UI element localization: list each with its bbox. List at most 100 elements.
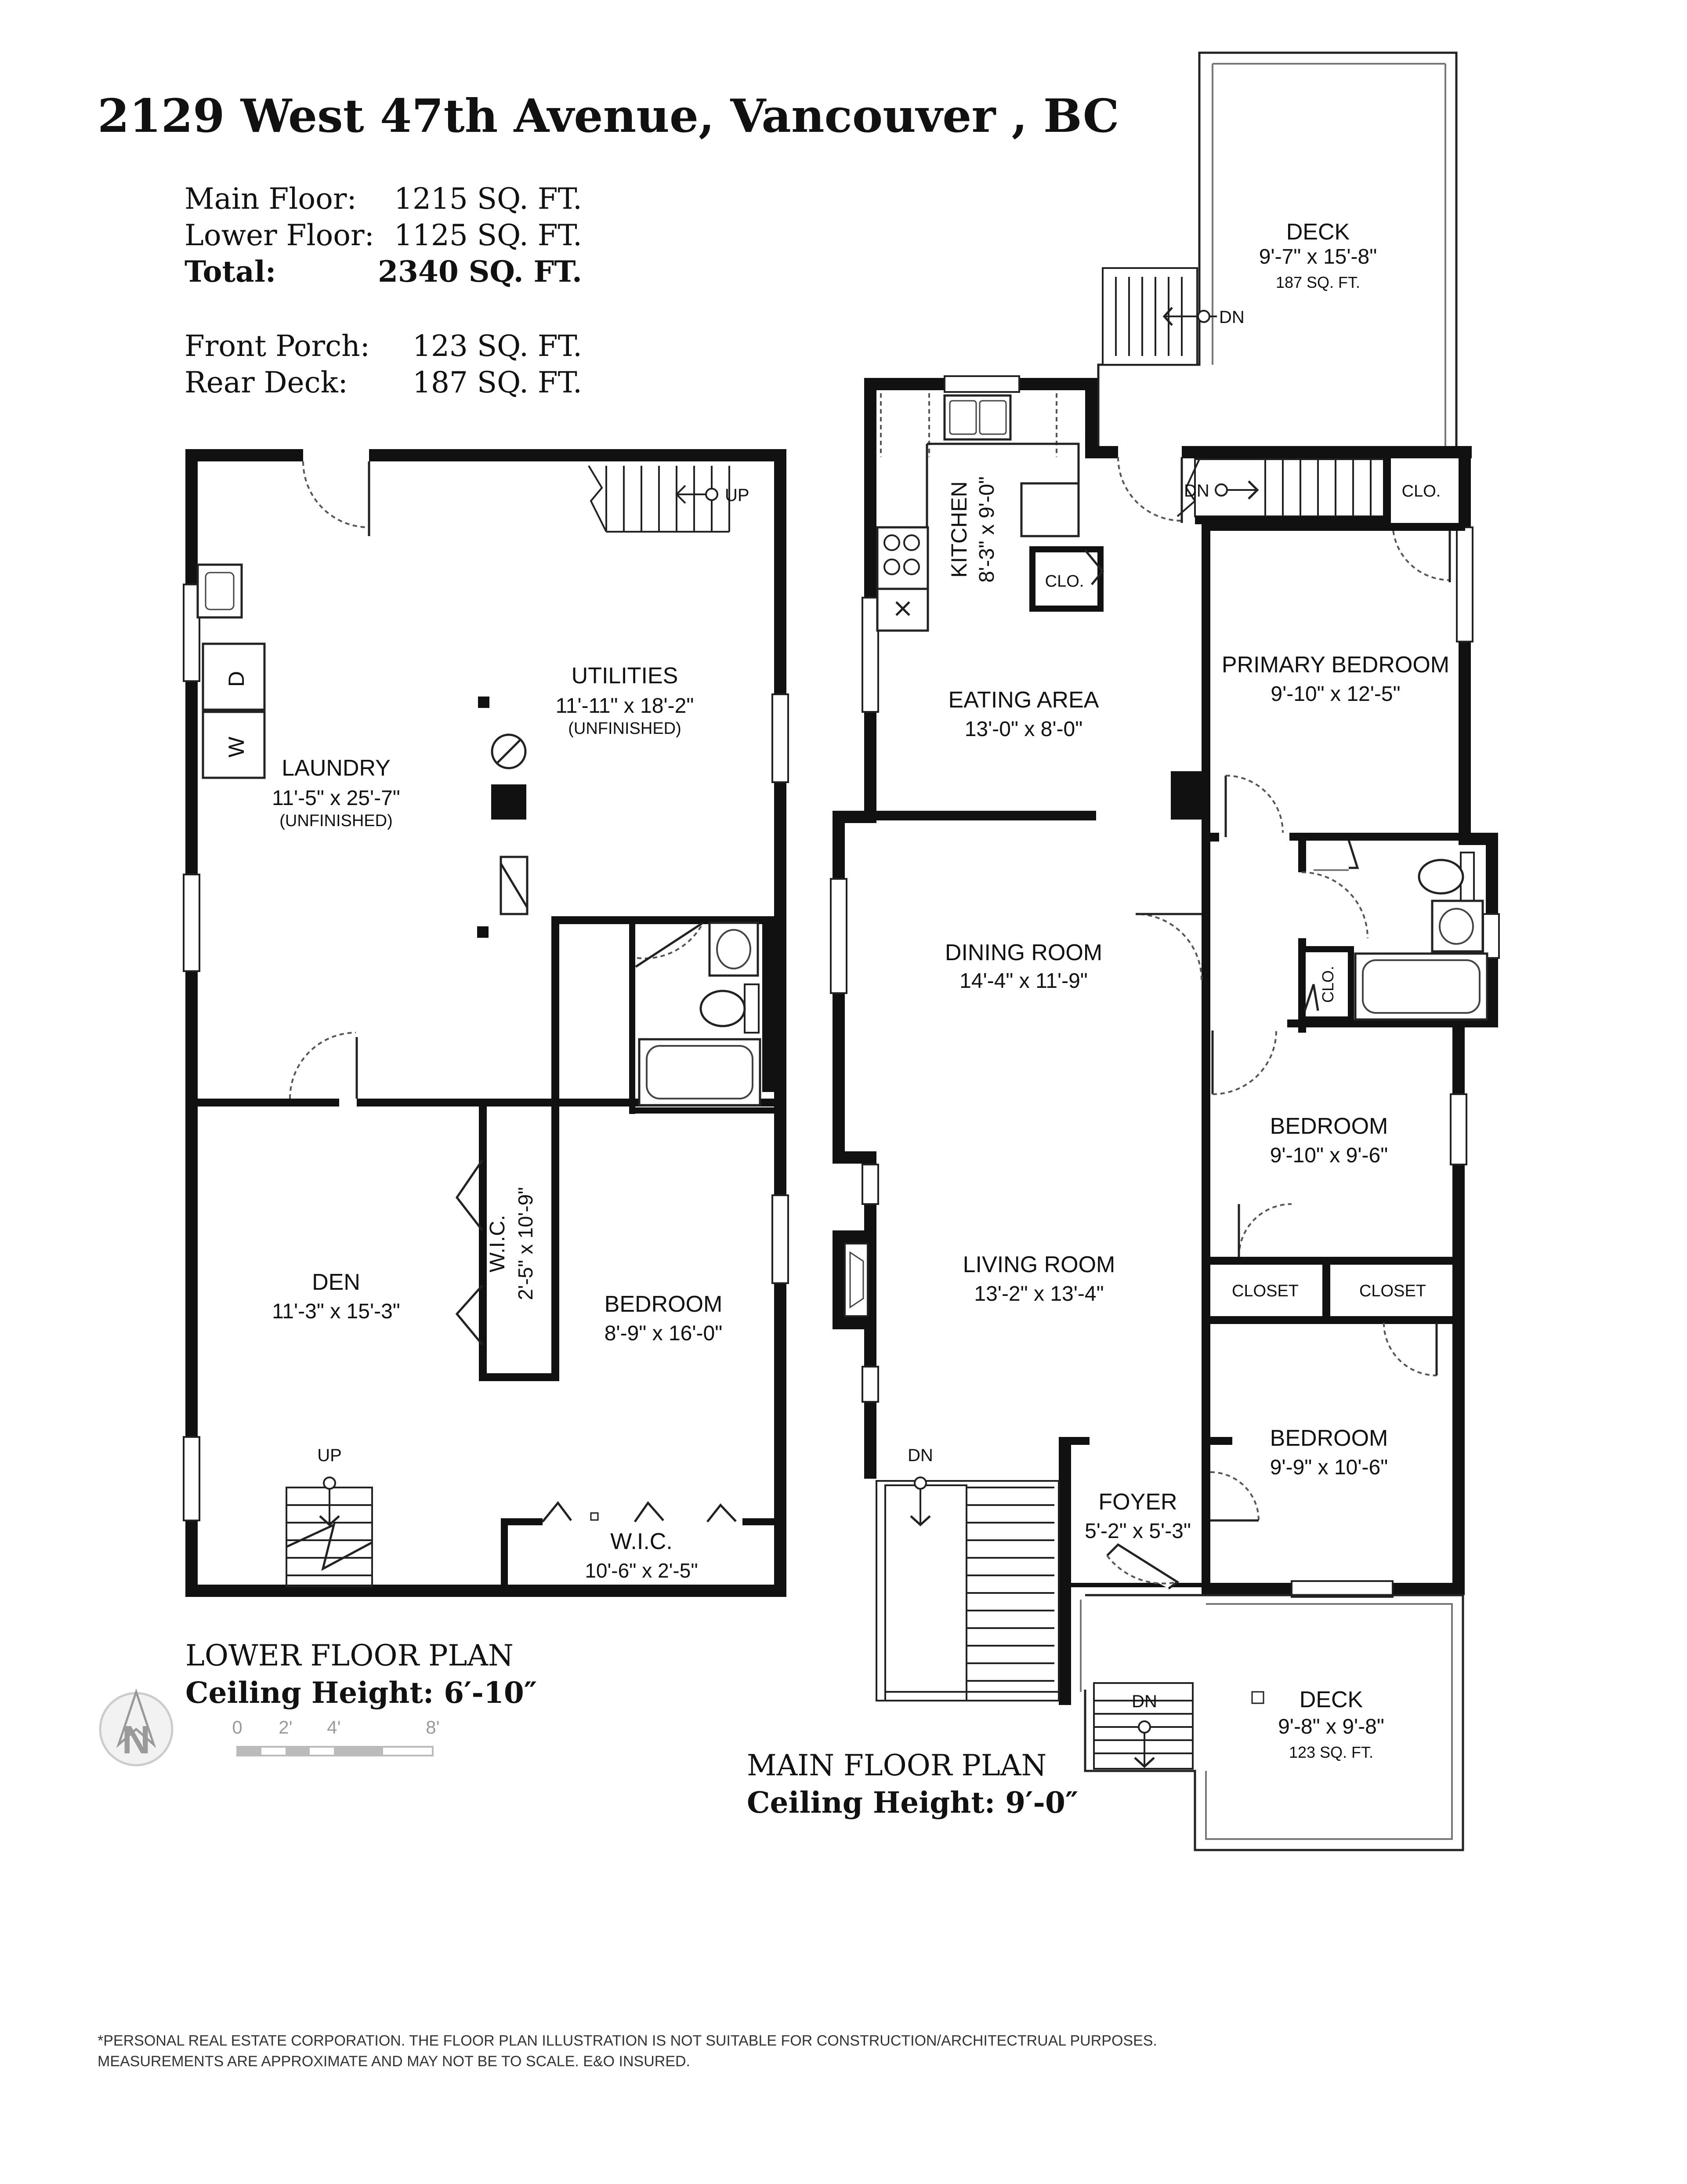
bedroom2-name: BEDROOM	[1270, 1114, 1388, 1139]
window	[862, 597, 879, 713]
wall-wic-left	[479, 1105, 487, 1380]
main-wall	[1085, 446, 1118, 458]
wall-bedroom2-bottom	[1204, 1257, 1459, 1265]
wall-primary-left	[1202, 523, 1210, 839]
utility-post	[477, 926, 489, 938]
door-swing[interactable]	[289, 1032, 356, 1099]
main-floor-label: Main Floor:	[185, 182, 357, 216]
scale-mark: 8'	[426, 1717, 439, 1738]
bifold-door[interactable]	[634, 1501, 664, 1523]
front-deck-area: 123 SQ. FT.	[1289, 1743, 1373, 1761]
dining-room-dimensions: 14'-4" x 11'-9"	[959, 969, 1088, 993]
living-room-dimensions: 13'-2" x 13'-4"	[974, 1282, 1104, 1306]
foyer-dimensions: 5'-2" x 5'-3"	[1085, 1520, 1191, 1543]
door-swing[interactable]	[1210, 1471, 1260, 1521]
front-door[interactable]	[1106, 1543, 1180, 1589]
bifold-door[interactable]	[455, 1159, 484, 1231]
cooktop	[876, 526, 929, 590]
stairs-lower-bottom[interactable]	[286, 1477, 373, 1587]
door-swing[interactable]	[1135, 913, 1202, 980]
closet-label: CLOSET	[1232, 1282, 1299, 1300]
main-wall	[1182, 446, 1472, 458]
stair-up-label: UP	[725, 486, 749, 505]
eating-area-dimensions: 13'-0" x 8'-0"	[965, 718, 1083, 741]
lower-floor-plan: D W	[183, 449, 789, 1710]
wall-bath-left	[629, 916, 635, 1114]
lower-floor-title: LOWER FLOOR PLAN	[185, 1639, 514, 1672]
bifold-door[interactable]	[542, 1501, 572, 1523]
wall-closets-bottom	[1204, 1316, 1459, 1324]
wall-wic2-top-right	[742, 1518, 782, 1525]
main-floor-value: 1215 SQ. FT.	[394, 182, 582, 216]
main-toilet-bowl	[1418, 859, 1464, 895]
scale-mark: 4'	[327, 1717, 340, 1738]
door-swing[interactable]	[302, 461, 369, 528]
scale-bar: 0 2' 4' 8'	[232, 1717, 440, 1756]
main-floor-plan: DN DECK 9'-7" x 15'-8" 187 SQ. FT.	[747, 51, 1500, 1851]
rear-deck-label: Rear Deck:	[185, 366, 348, 399]
stairs-rear-deck[interactable]	[1102, 267, 1217, 366]
window	[183, 1436, 200, 1521]
door-swing[interactable]	[1383, 1322, 1437, 1376]
fireplace	[833, 1230, 876, 1329]
stair-dn-label: DN	[1219, 308, 1245, 327]
wall-wic-bottom	[479, 1373, 559, 1381]
stair-up-label: UP	[317, 1446, 342, 1465]
wall-bath-right	[762, 916, 775, 1092]
laundry-note: (UNFINISHED)	[279, 812, 393, 830]
den-name: DEN	[312, 1270, 360, 1295]
bath-closet	[1300, 946, 1354, 1023]
bedroom3-name: BEDROOM	[1270, 1426, 1388, 1451]
kitchen-dimensions: 8'-3" x 9'-0"	[975, 476, 999, 583]
door-swing[interactable]	[1392, 522, 1450, 581]
door-swing[interactable]	[1301, 871, 1368, 939]
main-bath-sink	[1431, 900, 1484, 953]
wall-primary-top	[1202, 523, 1465, 531]
stairs-living-down[interactable]	[876, 1477, 1060, 1701]
rear-deck-area: 187 SQ. FT.	[1276, 273, 1360, 291]
wall-wic-right	[551, 1105, 559, 1380]
living-room-name: LIVING ROOM	[963, 1252, 1115, 1277]
chimney-stack	[1171, 771, 1210, 820]
total-value: 2340 SQ. FT.	[378, 254, 582, 289]
rear-deck-outline	[1097, 51, 1458, 453]
stair-dn-label: DN	[1184, 481, 1209, 501]
kitchen-fridge	[1020, 482, 1080, 537]
window	[771, 693, 789, 783]
main-floor-title: MAIN FLOOR PLAN	[747, 1749, 1046, 1782]
laundry-dimensions: 11'-5" x 25'-7"	[272, 787, 400, 810]
wall-hall-stair	[1195, 516, 1388, 524]
closet-label: CLOSET	[1359, 1282, 1426, 1300]
door-swing[interactable]	[1117, 457, 1182, 522]
utilities-dimensions: 11'-11" x 18'-2"	[556, 694, 694, 718]
door-swing[interactable]	[1212, 1030, 1277, 1095]
wall-hall-bath-top	[1289, 833, 1465, 841]
window	[862, 1164, 879, 1205]
bedroom2-dimensions: 9'-10" x 9'-6"	[1270, 1144, 1388, 1167]
wall-wic2-left	[501, 1518, 508, 1593]
dryer-label: D	[224, 671, 249, 687]
door-swing[interactable]	[1225, 775, 1284, 833]
stairs-lower-top[interactable]	[588, 465, 730, 533]
utilities-note: (UNFINISHED)	[568, 719, 681, 738]
window	[1482, 913, 1500, 959]
lower-floor-ceiling: Ceiling Height: 6′-10″	[185, 1676, 537, 1710]
stairs-front-deck[interactable]	[1093, 1682, 1194, 1770]
window	[183, 874, 200, 972]
deck-post-mark	[1251, 1691, 1264, 1704]
door-swing[interactable]	[1238, 1203, 1292, 1257]
wic1-dimensions: 2'-5" x 10'-9"	[514, 1187, 537, 1300]
main-wall	[1459, 446, 1471, 842]
wall-laundry-den	[185, 1099, 339, 1107]
bifold-door[interactable]	[706, 1503, 737, 1523]
wall-eating-dining	[865, 811, 1096, 820]
main-wall	[864, 1452, 876, 1479]
bifold-door[interactable]	[455, 1284, 483, 1346]
scale-mark: 0	[232, 1717, 242, 1738]
lower-outer-wall-right	[774, 449, 786, 1597]
window	[830, 878, 847, 994]
main-wall	[1059, 1583, 1204, 1587]
lower-floor-label: Lower Floor:	[185, 218, 374, 252]
wall-utility-bedroom-left	[551, 916, 559, 1105]
dryer	[202, 642, 266, 711]
